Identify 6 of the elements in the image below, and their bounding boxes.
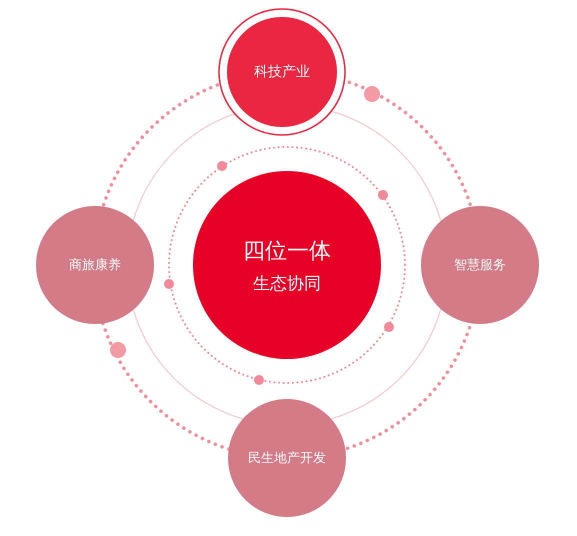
circle-subtitle: 生态协同	[253, 272, 321, 294]
circle-title: 智慧服务	[454, 257, 506, 274]
circle-title: 四位一体	[243, 238, 331, 266]
circle-title: 商旅康养	[69, 257, 121, 274]
circle-title: 科技产业	[254, 63, 310, 81]
circle-title: 民生地产开发	[248, 450, 326, 467]
